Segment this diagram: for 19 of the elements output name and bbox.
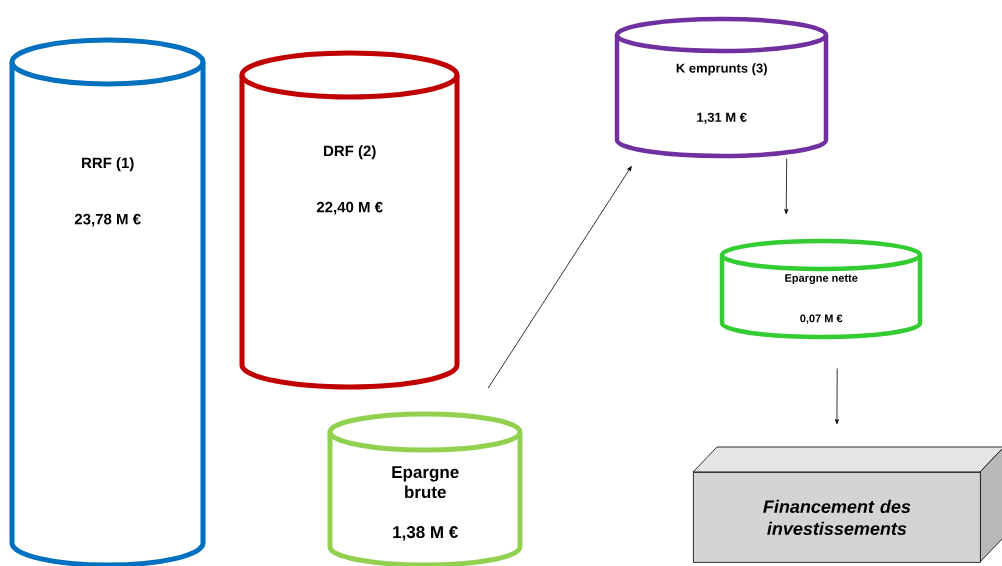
cylinder: RRF (1) 23,78 M € <box>9 37 206 566</box>
arrow <box>834 368 839 425</box>
block-box: Financement des investissements <box>692 446 1002 563</box>
node-label: DRF (2) <box>324 145 376 160</box>
node-label: 23,78 M € <box>74 213 141 227</box>
cylinder: K emprunts (3) 1,31 M € <box>614 16 829 159</box>
node-label: 1,31 M € <box>697 112 747 124</box>
arrow <box>784 158 789 215</box>
node-label: 22,40 M € <box>316 201 383 215</box>
node-label: 1,38 M € <box>393 526 458 541</box>
cylinder: Epargne brute 1,38 M € <box>327 411 523 566</box>
node-label: Epargne brute <box>392 466 459 499</box>
arrow <box>487 166 632 389</box>
node-label: K emprunts (3) <box>676 63 767 76</box>
node-label: RRF (1) <box>82 157 134 172</box>
node-label: Epargne nette <box>785 274 858 285</box>
node-label: 0,07 M € <box>800 314 843 324</box>
cylinder: Epargne nette 0,07 M € <box>719 238 923 340</box>
cylinder: DRF (2) 22,40 M € <box>239 50 460 390</box>
